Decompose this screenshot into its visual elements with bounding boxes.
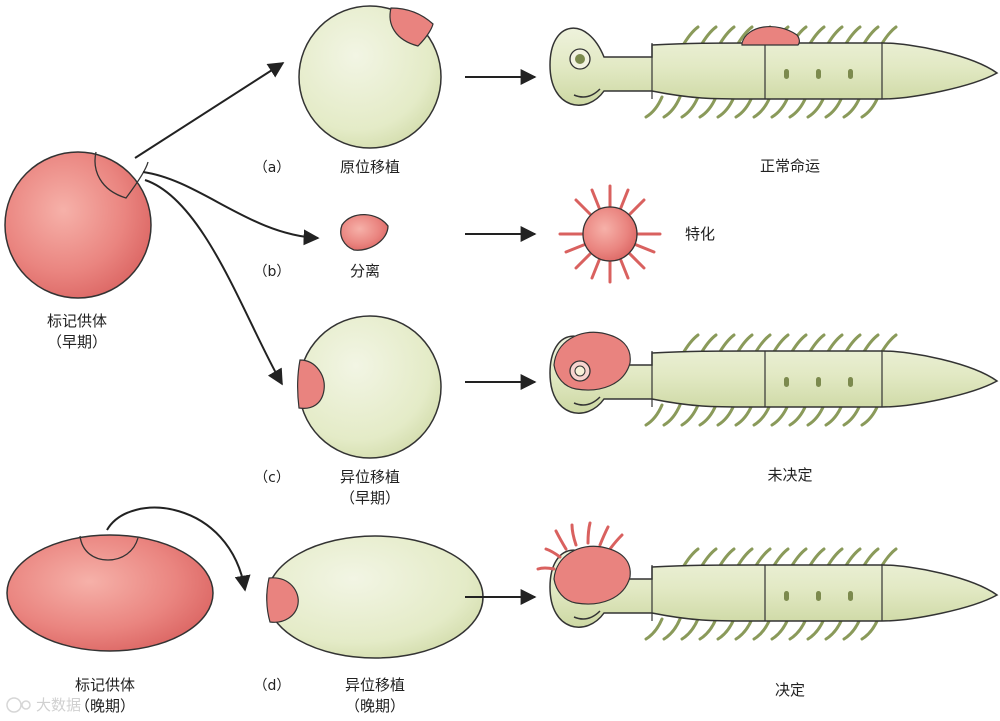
row-d-host-label-1: 异位移植 — [345, 676, 405, 694]
donor-embryo-late — [6, 534, 214, 652]
row-c-letter: （c） — [254, 470, 290, 486]
arrow-to-a — [134, 62, 285, 159]
watermark: 大数据 — [6, 696, 81, 714]
row-d-result-label: 决定 — [775, 681, 805, 699]
donor-early-label-2: （早期） — [47, 333, 107, 351]
host-embryo-d — [266, 535, 484, 659]
row-a-result-label: 正常命运 — [760, 157, 820, 175]
row-a-letter: （a） — [254, 160, 291, 176]
row-c-host-label-2: （早期） — [340, 489, 400, 507]
donor-embryo-early — [4, 151, 152, 299]
row-d-letter: （d） — [254, 678, 291, 694]
arrow-to-d — [106, 506, 251, 592]
arrow-to-b — [142, 171, 320, 246]
isolated-tissue-b — [340, 213, 389, 251]
row-b-letter: （b） — [254, 264, 291, 280]
row-b-result-label: 特化 — [685, 225, 715, 243]
arrow-to-c — [144, 179, 283, 386]
donor-early-label-1: 标记供体 — [47, 312, 107, 330]
larva-c — [549, 331, 998, 427]
watermark-text: 大数据 — [36, 696, 81, 714]
row-c-result-label: 未决定 — [767, 466, 812, 484]
row-d-host-label-2: （晚期） — [345, 697, 405, 715]
host-embryo-a — [298, 5, 442, 149]
host-embryo-c — [297, 315, 442, 459]
row-c-host-label-1: 异位移植 — [340, 468, 400, 486]
donor-late-label-1: 标记供体 — [75, 676, 135, 694]
specified-cell-b — [558, 184, 662, 284]
donor-late-label-2: （晚期） — [75, 697, 135, 715]
larva-d — [536, 521, 998, 641]
row-a-host-label: 原位移植 — [340, 158, 400, 176]
larva-a — [549, 25, 998, 119]
row-b-host-label: 分离 — [350, 262, 380, 280]
